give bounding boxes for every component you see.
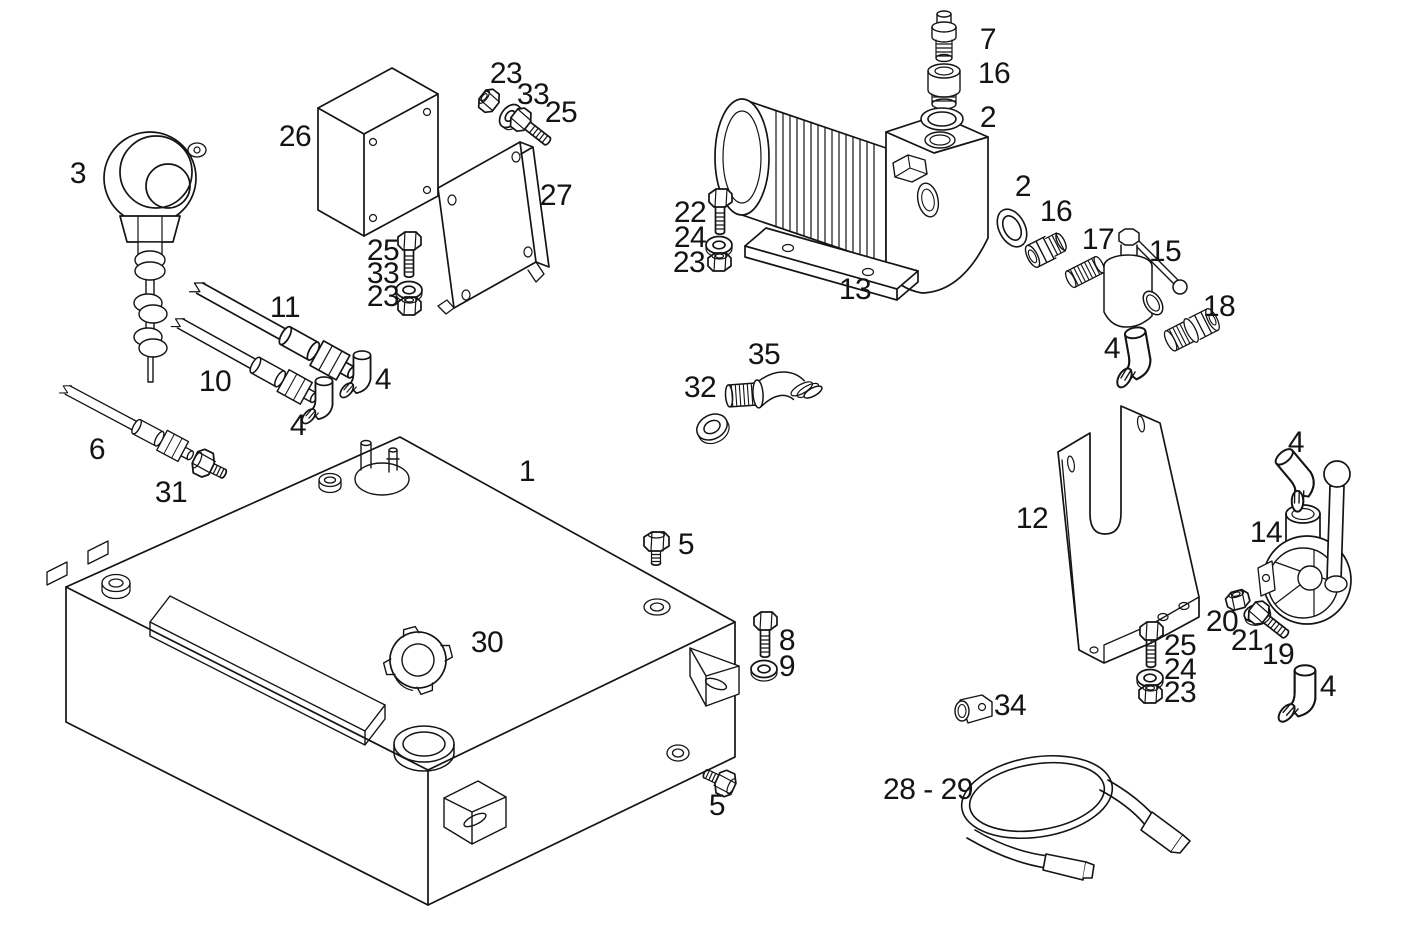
bolt-8-drawing: [753, 611, 778, 659]
tank-bracket-right: [689, 647, 740, 707]
hand-pump-14-drawing: [1257, 460, 1352, 625]
plug-5-top-drawing: [643, 531, 670, 567]
mounting-plate-drawing: [437, 141, 550, 315]
seal-ring-2b-drawing: [996, 208, 1028, 248]
elbow-4c-drawing: [1104, 324, 1156, 393]
fitting-18-drawing: [1163, 308, 1220, 352]
filler-neck-drawing: [393, 725, 455, 772]
nut-23-top-drawing: [473, 85, 504, 117]
hose-10-drawing: [167, 308, 323, 411]
elbow-4e-drawing: [1274, 664, 1317, 726]
hose-11-drawing: [185, 271, 363, 388]
tank-boss-front: [643, 598, 690, 762]
bushing-16b-drawing: [1024, 232, 1067, 268]
bolt-22-drawing: [708, 188, 733, 236]
fuel-tank-drawing: [46, 436, 740, 906]
nut-23-pump-drawing: [707, 252, 732, 272]
hose-6-drawing: [56, 376, 199, 467]
pump-bracket-12-drawing: [1057, 405, 1200, 664]
bowden-cable-28-29-drawing: [960, 754, 1191, 881]
control-box-drawing: [317, 67, 439, 237]
seal-ring-2a-drawing: [920, 107, 964, 131]
bushing-16a-drawing: [927, 63, 961, 110]
bolt-25-mid-drawing: [397, 231, 422, 279]
cable-clip-34-drawing: [954, 694, 993, 724]
washer-9-drawing: [750, 659, 778, 682]
tank-bracket-bottom: [443, 780, 507, 845]
fitting-31-drawing: [187, 446, 233, 487]
tank-boss-left: [101, 573, 131, 600]
seal-ring-32-drawing: [696, 413, 730, 445]
tank-boss-top: [318, 472, 342, 494]
filler-cap-drawing: [382, 625, 454, 696]
electric-pump-drawing: [714, 98, 989, 301]
elbow-4d-drawing: [1257, 445, 1328, 519]
fitting-7-drawing: [931, 10, 957, 63]
tank-recess-channel: [149, 595, 386, 746]
pump-foot-drawing: [744, 227, 919, 301]
nipple-17-drawing: [1064, 255, 1106, 289]
nut-23-mid-drawing: [397, 296, 422, 316]
nut-23-bracket-drawing: [1138, 684, 1163, 704]
fuel-level-sender-drawing: [103, 131, 207, 383]
elbow-hose-35-drawing: [724, 371, 823, 409]
shutoff-valve-15-drawing: [1103, 228, 1188, 328]
tank-pickup-plate: [354, 439, 410, 496]
